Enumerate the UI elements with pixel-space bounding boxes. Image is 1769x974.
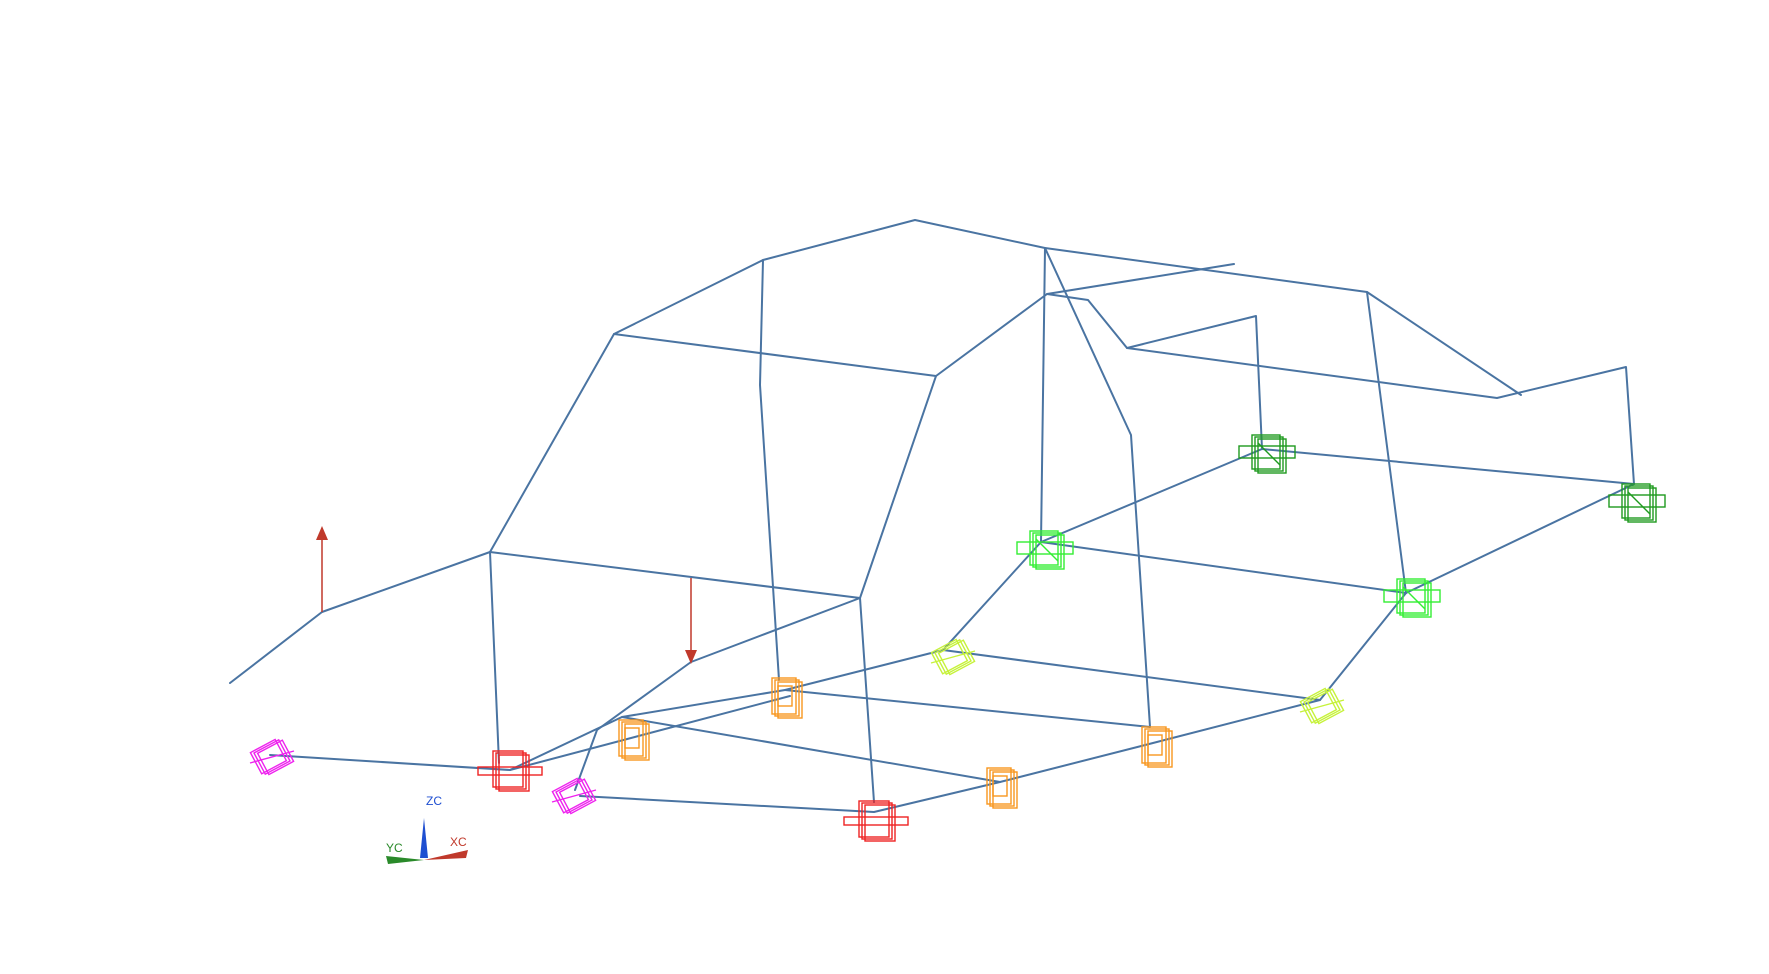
mount-node-11 [1016, 530, 1074, 570]
mount-node-10 [1299, 687, 1345, 725]
beam-13 [269, 448, 1263, 771]
mount-nodes [249, 434, 1666, 842]
mount-node-9 [930, 638, 976, 676]
beam-11 [574, 597, 861, 791]
beam-4 [759, 259, 780, 681]
mount-node-6 [771, 677, 803, 719]
beam-18 [942, 649, 1321, 701]
triad-y-label: YC [386, 841, 403, 855]
beam-9 [1366, 291, 1407, 594]
beam-2 [489, 263, 1235, 599]
frame-beams [229, 219, 1635, 813]
triad-z-label: ZC [426, 794, 442, 808]
beam-19 [1040, 541, 1407, 594]
beam-6 [1044, 247, 1151, 728]
mount-node-4 [843, 800, 909, 842]
mount-node-3 [477, 750, 543, 792]
beam-3 [613, 333, 937, 377]
beam-1 [229, 219, 1522, 684]
mount-node-5 [618, 719, 650, 761]
beam-12 [489, 551, 500, 764]
beam-17 [784, 689, 1151, 728]
mount-node-7 [986, 767, 1018, 809]
beam-5 [1040, 247, 1046, 543]
load-arrows [316, 526, 697, 664]
beam-15 [509, 695, 791, 771]
triad-x-label: XC [450, 835, 467, 849]
beam-14 [579, 483, 1635, 813]
triad-x-arrow [424, 850, 468, 860]
mount-node-13 [1238, 434, 1296, 474]
triad-z-arrow [420, 818, 428, 858]
triad-y-arrow [386, 856, 424, 864]
load-arrow-up [316, 526, 328, 612]
mount-node-2 [551, 777, 597, 815]
beam-20 [1261, 448, 1635, 485]
beam-8 [1126, 315, 1263, 450]
beam-7 [1046, 293, 1635, 485]
coordinate-triad: ZC YC XC [386, 794, 468, 864]
mount-node-8 [1141, 726, 1173, 768]
load-arrow-down [685, 578, 697, 664]
beam-16 [621, 716, 1001, 783]
beam-10 [859, 597, 875, 803]
mount-node-1 [249, 738, 295, 776]
mount-node-14 [1608, 483, 1666, 523]
mount-node-12 [1383, 578, 1441, 618]
